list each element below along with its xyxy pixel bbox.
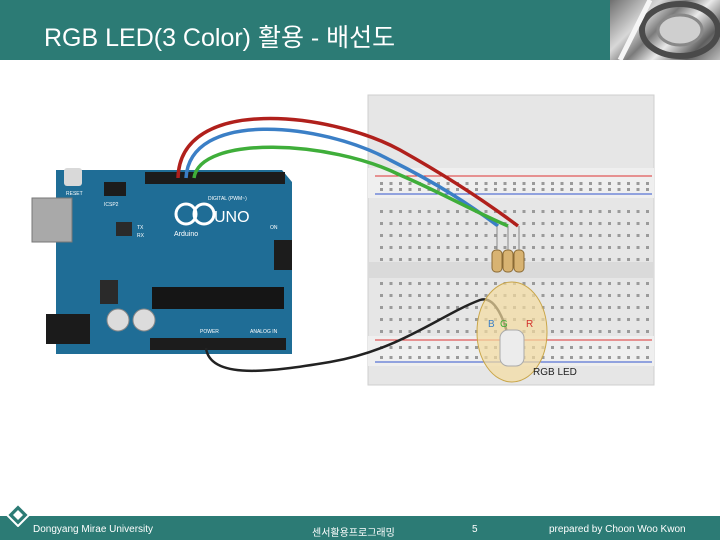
usb-port bbox=[31, 197, 73, 243]
arduino-board: UNO Arduino DIGITAL (PWM~) POWER ANALOG … bbox=[31, 168, 292, 354]
title-bar bbox=[0, 0, 610, 60]
diamond-logo-icon bbox=[6, 503, 30, 527]
led-pin-g: G bbox=[500, 319, 508, 330]
reset-label: RESET bbox=[66, 191, 83, 197]
digital-header bbox=[145, 172, 285, 184]
capacitor bbox=[106, 308, 130, 332]
arduino-logo bbox=[174, 202, 198, 226]
board-brand-text: Arduino bbox=[174, 231, 198, 238]
tx-label: TX bbox=[137, 225, 144, 231]
led-pin-b: B bbox=[488, 319, 495, 330]
reset-button bbox=[64, 168, 82, 186]
digital-header-label: DIGITAL (PWM~) bbox=[208, 196, 247, 202]
on-label: ON bbox=[270, 225, 278, 231]
power-jack bbox=[46, 314, 90, 344]
capacitor bbox=[132, 308, 156, 332]
power-header-label: POWER bbox=[200, 329, 219, 335]
footer-bar bbox=[0, 516, 720, 540]
header-photo bbox=[610, 0, 720, 60]
rx-label: RX bbox=[137, 233, 145, 239]
rgb-led-label: RGB LED bbox=[533, 367, 577, 378]
icsp-label: ICSP2 bbox=[104, 202, 119, 208]
slide-title: RGB LED(3 Color) 활용 - 배선도 bbox=[44, 24, 396, 52]
microcontroller-chip bbox=[152, 287, 284, 309]
led-pin-r: R bbox=[526, 319, 533, 330]
course-name: 센서활용프로그래밍 bbox=[312, 528, 395, 539]
board-logo-text: UNO bbox=[214, 209, 250, 226]
university-name: Dongyang Mirae University bbox=[33, 524, 154, 535]
metal-pipe-image bbox=[617, 0, 720, 60]
analog-header-label: ANALOG IN bbox=[250, 329, 278, 335]
red-wire bbox=[176, 116, 520, 228]
green-wire bbox=[192, 145, 509, 228]
wiring-diagram: UNO Arduino DIGITAL (PWM~) POWER ANALOG … bbox=[31, 94, 655, 386]
author-credit: prepared by Choon Woo Kwon bbox=[549, 524, 686, 535]
analog-header bbox=[150, 338, 286, 350]
resistors bbox=[491, 226, 525, 273]
blue-wire bbox=[184, 127, 500, 228]
rgb-led bbox=[499, 329, 525, 367]
page-number: 5 bbox=[472, 524, 478, 535]
